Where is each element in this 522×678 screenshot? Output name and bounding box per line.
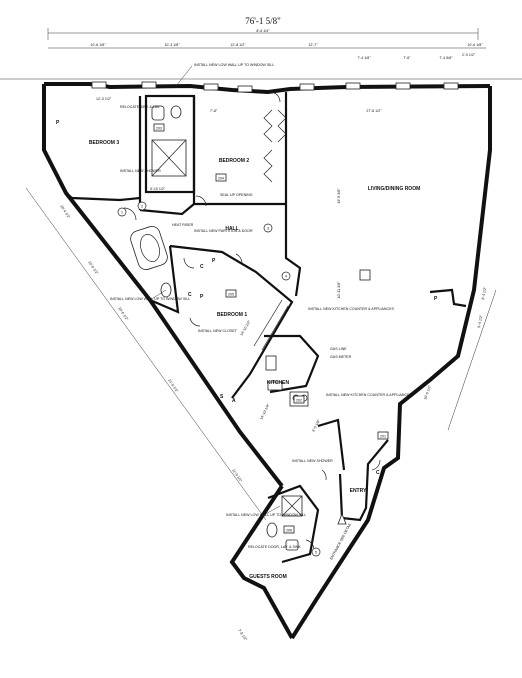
bathtub	[130, 226, 168, 270]
segment-dim: 7'-4 1/8"	[357, 56, 371, 60]
tag-p: P	[212, 258, 216, 264]
note-install-shower-2: INSTALL NEW SHOWER	[292, 459, 333, 463]
note-install-closet: INSTALL NEW CLOSET	[198, 329, 238, 333]
door-tag: 205	[228, 293, 234, 297]
dim: 12'-0 1/2"	[96, 97, 112, 101]
note-relocate-sink: RELOCATE SINK & LAV.	[120, 105, 160, 109]
door-tag: 201	[380, 435, 386, 439]
room-label-bedroom1: BEDROOM 1	[217, 312, 248, 318]
note-entrance: ENTRANCE SEE DETAIL	[329, 522, 352, 560]
room-label-hall: HALL	[225, 226, 238, 232]
interior-walls	[65, 92, 467, 564]
note-gas-line: GAS LINE	[330, 347, 347, 351]
overall-dimension-sub: 8'-5 1/4"	[256, 29, 270, 33]
dim: 11'-9 1/2"	[231, 468, 243, 483]
room-label-living: LIVING/DINING ROOM	[368, 186, 421, 192]
dim: 9'-8 1/2"	[303, 606, 313, 620]
dim: 27'-6 1/2"	[366, 109, 382, 113]
segment-dim: 7'-4 5/8"	[439, 56, 453, 60]
segment-dim: 12'-8 1/2"	[230, 43, 246, 47]
tag-p: P	[56, 120, 60, 126]
dim: 7'-8"	[210, 109, 218, 113]
tag-c: C	[200, 264, 204, 270]
tag-c: C	[376, 470, 380, 476]
room-dimensions: 12'-0 1/2" 5'-10 1/2" 7'-8" 27'-6 1/2" 1…	[59, 53, 487, 642]
segment-dim: 10'-3 1/8"	[164, 43, 180, 47]
tag-a: A	[232, 398, 236, 404]
note-seal-opening: SEAL UP OPENING	[220, 193, 253, 197]
dim: 2'-9 1/2"	[462, 53, 476, 57]
bath1-fixtures	[151, 105, 182, 121]
note-low-wall-left: INSTALL NEW LOW WALL UP TO WINDOW SILL	[110, 297, 190, 301]
segment-dim: 10'-6 1/8"	[90, 43, 106, 47]
door-tag: 202	[296, 399, 302, 403]
dim: 5'-4 1/2"	[477, 314, 483, 328]
room-label-bedroom2: BEDROOM 2	[219, 158, 250, 164]
dim: 19'-9 1/2"	[87, 260, 99, 275]
note-kitchen-counter: INSTALL NEW KITCHEN COUNTER & APPLIANCES	[308, 307, 394, 311]
segment-dim: 12'-7"	[308, 43, 318, 47]
tag-p: P	[434, 296, 438, 302]
dim: 14'-10 1/4"	[259, 403, 270, 421]
symbol-tags: P P P P C C C S A 203 204 205 202 201 20…	[56, 120, 438, 557]
segment-dim: 7'-6"	[403, 56, 411, 60]
note-low-wall-top: INSTALL NEW LOW WALL UP TO WINDOW SILL	[194, 63, 274, 67]
overall-dimension: 76'-1 5/8"	[245, 16, 281, 26]
dim: 10'-6 1/2"	[117, 306, 129, 321]
dim: 7'-8 1/2"	[237, 628, 248, 642]
tag-p: P	[200, 294, 204, 300]
dim: 10'-9 1/2"	[423, 384, 432, 400]
room-label-bedroom3: BEDROOM 3	[89, 140, 120, 146]
segment-dimensions: 10'-6 1/8" 10'-3 1/8" 12'-8 1/2" 12'-7" …	[90, 43, 483, 60]
note-install-partition: INSTALL NEW PARTITION & DOOR	[194, 229, 253, 233]
circle-tag: 5	[315, 551, 317, 555]
circle-tag: 2	[141, 205, 143, 209]
room-labels: BEDROOM 3 BEDROOM 2 HALL BEDROOM 1 KITCH…	[89, 140, 420, 580]
door-swings	[123, 91, 381, 551]
segment-dim: 10'-6 1/8"	[467, 43, 483, 47]
dim: 10'-4 1/2"	[59, 204, 71, 219]
tag-s: S	[220, 394, 224, 400]
room-label-entry: ENTRY	[350, 488, 367, 494]
door-tag: 203	[156, 127, 162, 131]
door-tag: 206	[286, 529, 292, 533]
dim: 14'-10 1/2"	[239, 319, 251, 336]
dim: 19'-5 3/8"	[337, 188, 341, 204]
circle-tag: 1	[121, 211, 123, 215]
note-low-wall-bottom: INSTALL NEW LOW WALL UP TO WINDOW SILL	[226, 513, 306, 517]
dim: 3'-4 1/2"	[481, 286, 487, 300]
note-relocate-door: RELOCATE DOOR, LAV. & SINK	[248, 545, 301, 549]
note-gas-meter: GAS METER	[330, 355, 352, 359]
note-install-shower-1: INSTALL NEW SHOWER	[120, 169, 161, 173]
tag-c: C	[188, 292, 192, 298]
dim: 5'-10 1/2"	[150, 187, 166, 191]
circle-tag: 3	[267, 227, 269, 231]
circle-tag: 4	[285, 275, 287, 279]
shower-stall	[151, 139, 187, 177]
note-heat-riser: HEAT RISER	[172, 223, 194, 227]
closet-doors	[263, 109, 287, 183]
note-kitchen-counter-2: INSTALL NEW KITCHEN COUNTER & APPLIANCES	[326, 393, 412, 397]
dim: 6'-5 1/8"	[311, 418, 321, 432]
window-marks	[91, 81, 459, 93]
entrance-arrow	[337, 512, 347, 525]
guest-bath-fixtures	[266, 495, 303, 551]
door-tag: 204	[218, 177, 224, 181]
dim: 10'-11 3/8"	[337, 281, 341, 299]
top-dimension-group: 76'-1 5/8" 8'-5 1/4" 10'-6 1/8" 10'-3 1/…	[0, 16, 522, 80]
room-label-guest: GUESTS ROOM	[249, 574, 287, 580]
room-label-kitchen: KITCHEN	[267, 380, 290, 386]
column	[359, 269, 371, 281]
